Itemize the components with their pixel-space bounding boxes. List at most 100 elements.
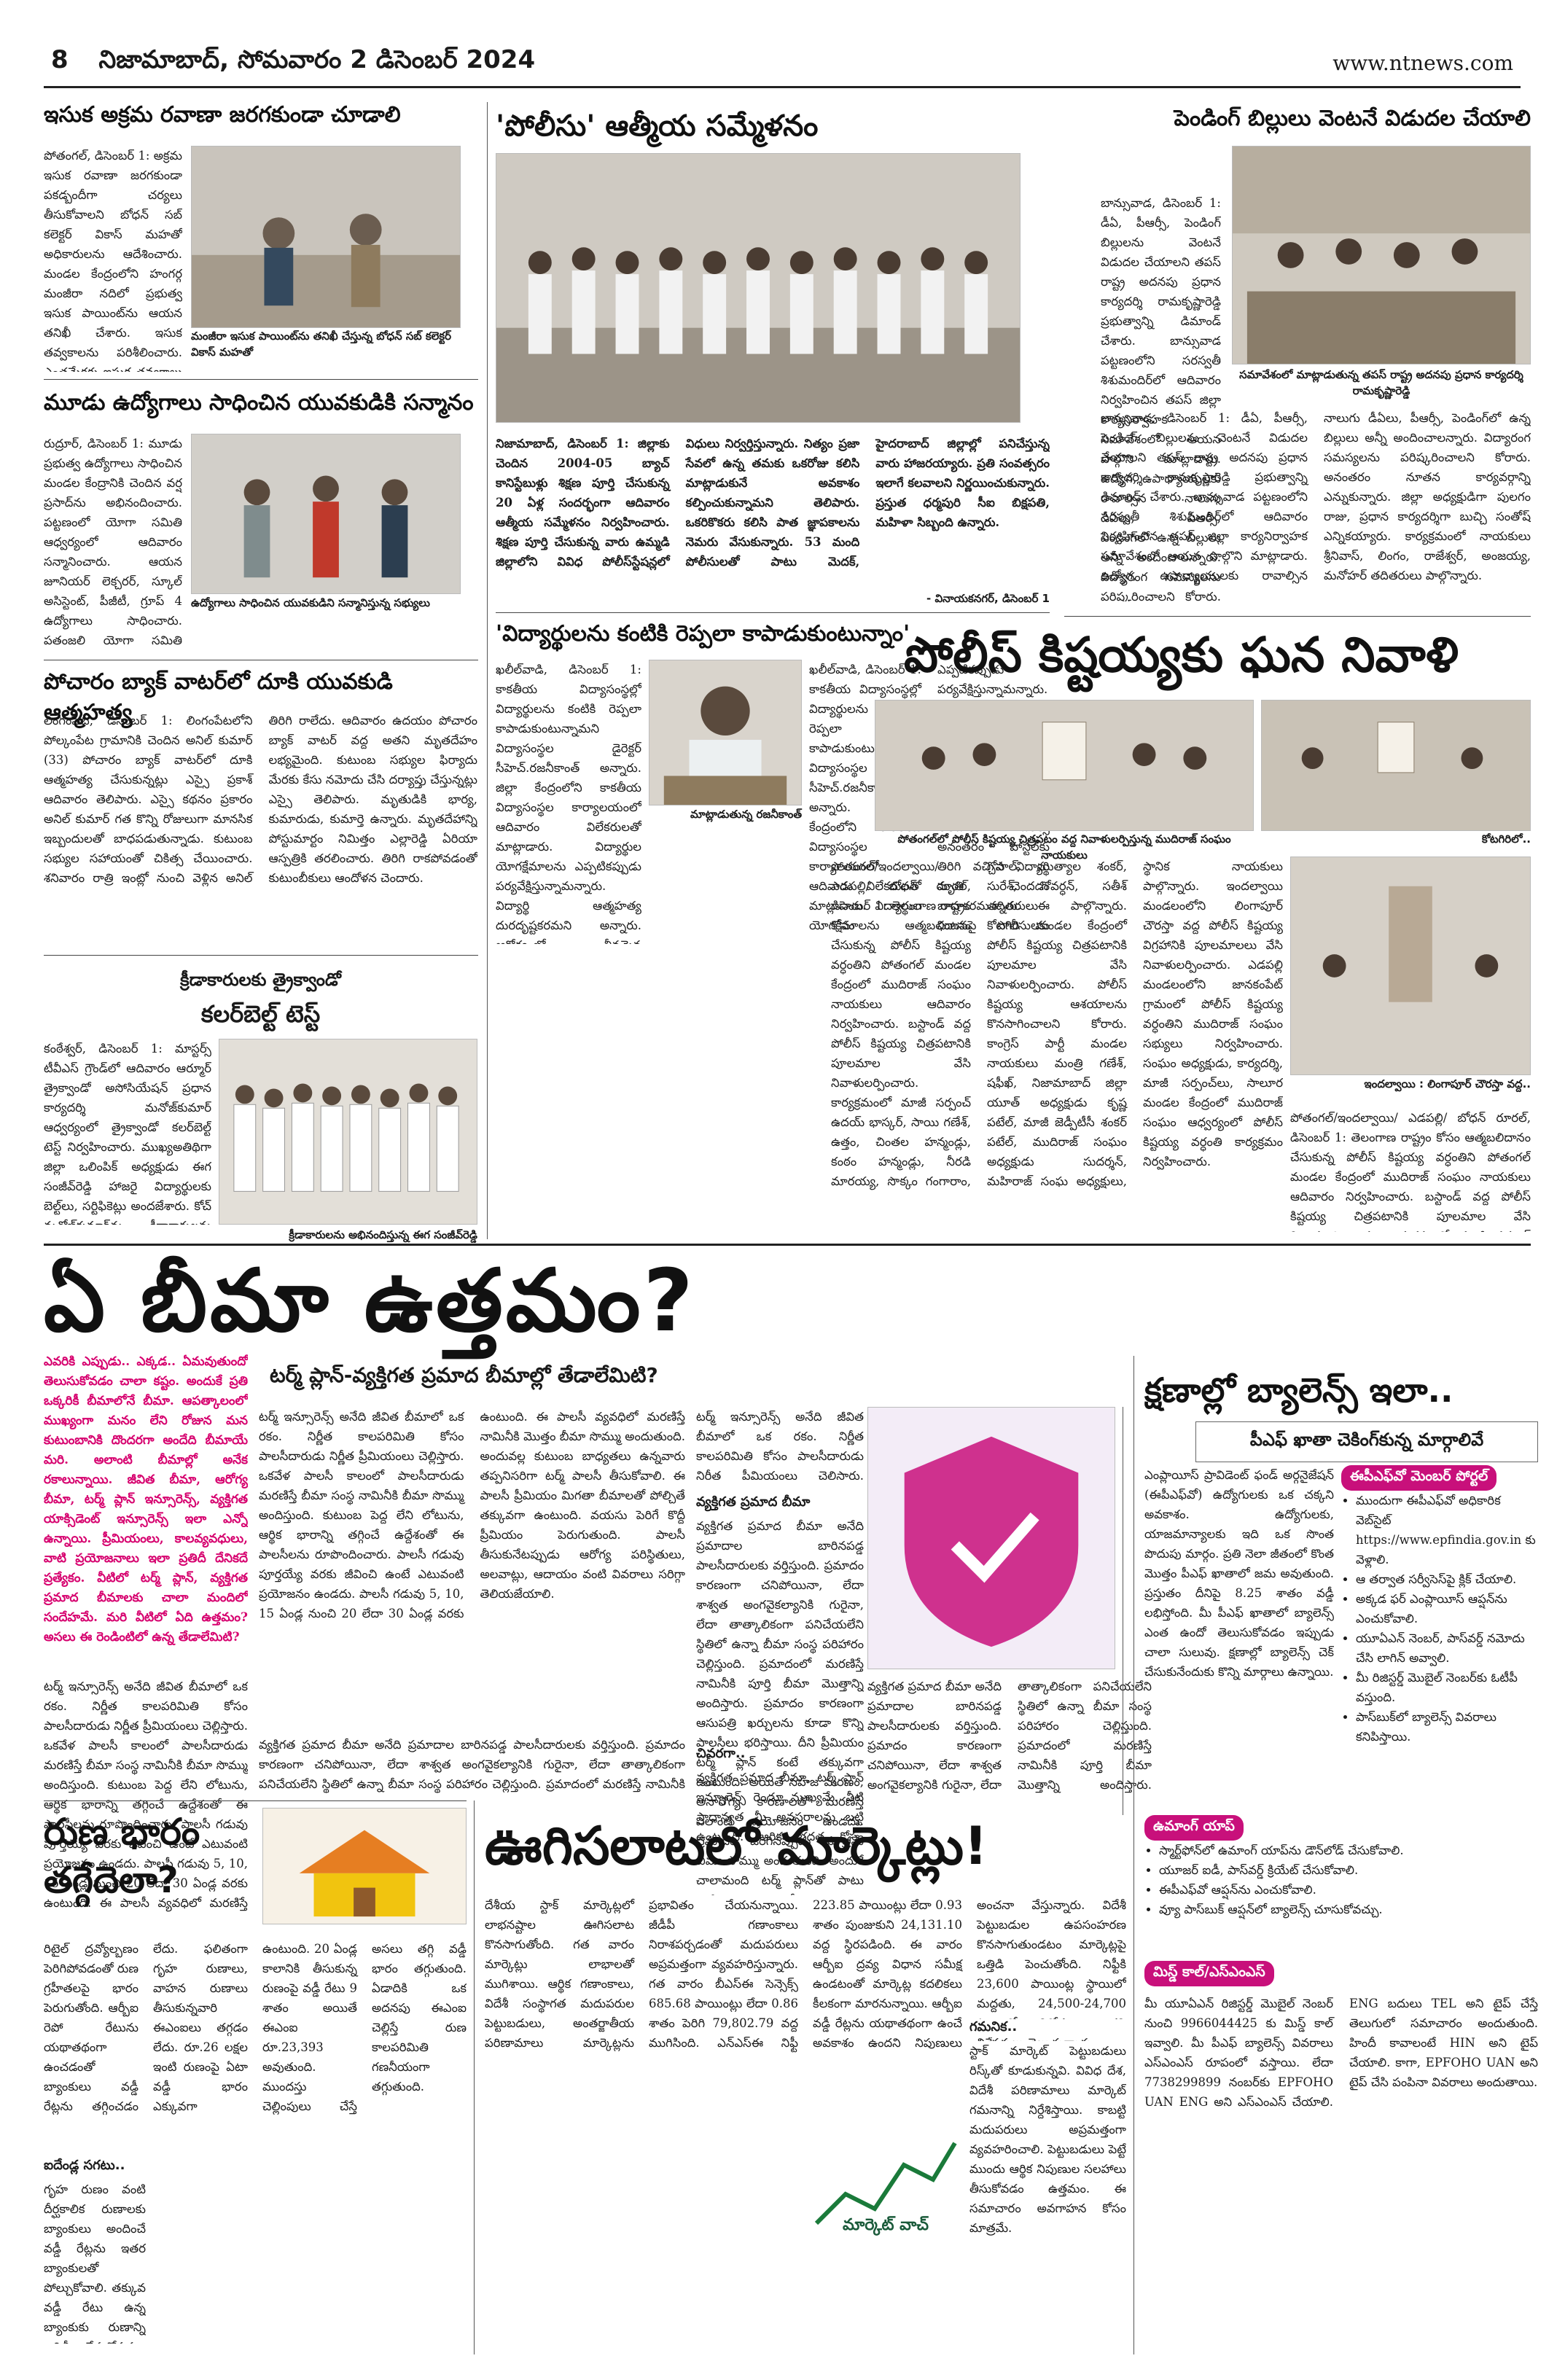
list-item: మీ రిజిస్టర్డ్ మొబైల్ నెంబర్‌కు ఓటీపీ వస… [1356,1668,1538,1707]
article-body: రిటైల్ ద్రవ్యోల్బణం పెరిగిపోవడంతో రుణ గ్… [44,1942,467,2113]
article-body: బాన్సువాడ, డిసెంబర్ 1: డీఏ, పీఆర్సీ, పెం… [1101,196,1221,601]
header-rule [44,86,1521,88]
taekwondo-photo [219,1039,477,1225]
subhead: చివరగా.. [696,1746,746,1761]
section-rule [44,1244,1531,1246]
headline: 'విద్యార్థులను కంటికి రెప్పలా కాపాడుకుంట… [496,621,910,647]
column-rule [1133,1356,1134,2354]
article-kishtaiah: పోలీస్ కిష్టయ్యకు ఘన నివాళి [904,627,1538,695]
subheadline: పీఎఫ్ ఖాతా చెకింగ్‌కున్న మార్గాలివే [1195,1421,1538,1462]
divider [1064,616,1531,617]
article-body: ఎంప్లాయీస్ ప్రావిడెంట్ ఫండ్ అర్గనైజేషన్ … [1144,1468,1334,1679]
list-item: స్మార్ట్‌ఫోన్‌లో ఉమాంగ్ యాప్‌ను డౌన్‌లోడ… [1159,1841,1538,1860]
pf-portal-heading: ఈపీఎఫ్‌వో మెంబర్ పోర్టల్ [1341,1465,1497,1491]
missed-call-box: మిస్డ్ కాల్/ఎస్ఎంఎస్ [1144,1961,1538,1986]
subheadline: టర్మ్ ప్లాన్-వ్యక్తిగత ప్రమాద బీమాల్లో త… [270,1363,658,1387]
article-body: లింగంపేట, డిసెంబర్ 1: లింగంపేటలోని పోల్క… [44,714,477,885]
column-rule [487,102,488,1239]
article-police-meet: 'పోలీసు' ఆత్మీయ సమ్మేళనం [496,109,1006,150]
article-body-3: వ్యక్తిగత ప్రమాద బీమా, టర్మ్ ప్లాన్ ఇన్స… [696,1771,864,1841]
dateline: నిజామాబాద్, సోమవారం 2 డిసెంబర్ 2024 [98,45,536,74]
headline: మూడు ఉద్యోగాలు సాధించిన యువకుడికి సన్మాన… [44,390,474,415]
subhead: ఐదేండ్ల సగటు.. [44,2158,146,2176]
umang-box: ఉమాంగ్ యాప్ స్మార్ట్‌ఫోన్‌లో ఉమాంగ్ యాప్… [1144,1815,1538,1919]
column-rule [474,1800,475,2354]
article-body-cont: బాన్సువాడ, డిసెంబర్ 1: డీఏ, పీఆర్సీ, పెం… [1101,411,1531,582]
article-students: 'విద్యార్థులను కంటికి రెప్పలా కాపాడుకుంట… [496,621,1050,652]
article-body: కంఠేశ్వర్, డిసెంబర్ 1: మాస్టర్స్ టీవీఎస్… [44,1042,211,1225]
umang-heading: ఉమాంగ్ యాప్ [1144,1815,1244,1841]
list-item: పాస్‌బుక్‌లో బ్యాలెన్స్ వివరాలు కనిపిస్త… [1356,1707,1538,1747]
rajanikanth-photo [649,660,802,805]
headline: క్షణాల్లో బ్యాలెన్స్ ఇలా.. [1144,1370,1453,1410]
pf-portal-steps: ముందుగా ఈపీఎఫ్‌వో అధికారిక వెబ్‌సైట్ htt… [1341,1491,1538,1747]
market-watch-badge [809,2114,962,2260]
article-body-cont: టర్మ్ ఇన్సూరెన్స్ అనేది జీవిత బీమాలో ఒక … [259,1410,685,1620]
insurance-illustration [867,1407,1115,1669]
headline: ఇసుక అక్రమ రవాణా జరగకుండా చూడాలి [44,102,401,128]
market-watch-label: మార్కెట్ వాచ్ [843,2216,929,2234]
article-sand-transport: ఇసుక అక్రమ రవాణా జరగకుండా చూడాలి [44,102,452,133]
photo-caption: కోటగిరిలో.. [1481,832,1531,846]
article-body-cont: పోతంగల్/ఇందల్వాయి/ ఎడపల్లి/ బోధన్ రూరల్,… [1290,1111,1531,1232]
article-loan: రుణ భారం తగ్గేదెలా? [44,1808,255,1904]
meeting-photo [1232,146,1531,364]
page-number: 8 [51,45,69,74]
headline: కలర్‌బెల్ట్ టెస్ట్ [200,1000,321,1028]
subhead: వ్యక్తిగత ప్రమాద బీమా [696,1494,811,1510]
list-item: యూజర్ ఐడీ, పాస్‌వర్డ్ క్రియేట్ చేసుకోవాల… [1159,1860,1538,1880]
divider [44,955,478,956]
loan-illustration [262,1808,467,1924]
photo-caption: సమావేశంలో మాట్లాడుతున్న తపస్ రాష్ట్ర అదన… [1239,368,1523,397]
subhead: గమనిక.. [969,2019,1126,2037]
article-body: పోతంగల్, డిసెంబర్ 1: అక్రమ ఇసుక రవాణా జర… [44,149,182,372]
headline: ఊగిసలాటలో మార్కెట్లు! [485,1815,988,1876]
headline: రుణ భారం తగ్గేదెలా? [44,1811,200,1901]
article-body: పోతంగల్/ఇందల్వాయి/ ఎడపల్లి/ బోధన్ రూరల్,… [831,859,1283,1188]
intro: ఎవరికి ఎప్పుడు.. ఎక్కడ.. ఏమవుతుందో తెలుస… [44,1354,248,1644]
article-suicide: పోచారం బ్యాక్ వాటర్‌లో దూకి యువకుడి ఆత్మ… [44,669,481,730]
article-body: ఖలీల్‌వాడి, డిసెంబర్ 1: కాకతీయ విద్యాసంస… [496,663,641,944]
list-item: ముందుగా ఈపీఎఫ్‌వో అధికారిక వెబ్‌సైట్ htt… [1356,1491,1538,1569]
article-pending-bills: పెండింగ్ బిల్లులు వెంటనే విడుదల చేయాలి [1064,106,1531,136]
photo-caption: మాట్లాడుతున్న రజనీకాంత్ [690,808,802,821]
headline: పోచారం బ్యాక్ వాటర్‌లో దూకి యువకుడి ఆత్మ… [44,669,393,725]
tribute-photo-2 [1261,700,1531,831]
byline: - వినాయకనగర్, డిసెంబర్ 1 [926,592,1050,605]
article-pf: క్షణాల్లో బ్యాలెన్స్ ఇలా.. [1144,1370,1538,1419]
missed-call-body: మీ యూఏఎన్ రిజిస్టర్డ్ మొబైల్ నెంబర్ నుంచ… [1144,1997,1538,2109]
photo-caption: ఉద్యోగాలు సాధించిన యువకుడిని సన్మానిస్తు… [191,596,430,609]
police-group-photo [496,153,1021,423]
page-header: 8 నిజామాబాద్, సోమవారం 2 డిసెంబర్ 2024 [51,45,535,80]
article-body-2-cont: వ్యక్తిగత ప్రమాద బీమా అనేది ప్రమాదాల బార… [259,1738,685,1791]
divider [44,1800,467,1801]
kicker: క్రీడాకారులకు త్రైక్వాండో [180,969,341,990]
article-body-2: స్టాక్ మార్కెట్ పెట్టుబడులు రిస్క్‌తో కూ… [969,2041,1126,2347]
photo-caption: ఇందల్వాయి : లింగాపూర్ చౌరస్తా వద్ద.. [1364,1077,1531,1090]
article-body: రుద్రూర్, డిసెంబర్ 1: మూడు ప్రభుత్వ ఉద్య… [44,437,182,647]
sand-point-photo [191,146,461,328]
article-body-2: గృహ రుణం వంటి దీర్ఘకాలిక రుణాలకు బ్యాంకు… [44,2180,146,2344]
article-body-cont2: టర్మ్ ఇన్సూరెన్స్ అనేది జీవిత బీమాలో ఒక … [696,1410,864,1480]
article-insurance: ఏ బీమా ఉత్తమం? [44,1250,846,1372]
site-url[interactable]: www.ntnews.com [1332,51,1513,75]
photo-caption: క్రీడాకారులను అభినందిస్తున్న ఈగ సంజీవ్‌ర… [289,1228,477,1241]
article-felicitation: మూడు ఉద్యోగాలు సాధించిన యువకుడికి సన్మాన… [44,390,474,421]
headline: పెండింగ్ బిల్లులు వెంటనే విడుదల చేయాలి [1174,106,1531,131]
divider [496,612,1050,613]
felicitation-photo [191,434,461,594]
tribute-photo-1 [875,700,1254,831]
article-body: నిజామాబాద్, డిసెంబర్ 1: జిల్లాకు చెందిన … [496,437,1050,569]
article-body: దేశీయ స్టాక్ మార్కెట్లలో లాభనష్టాల ఊగిసల… [485,1898,1126,2050]
list-item: వ్యూ పాస్‌బుక్ ఆప్షన్‌లో బ్యాలెన్స్ చూసు… [1159,1900,1538,1919]
article-body-2: వ్యక్తిగత ప్రమాద బీమా అనేది ప్రమాదాల బార… [696,1519,864,1895]
divider [44,379,478,380]
article-market: ఊగిసలాటలో మార్కెట్లు! [485,1815,1126,1889]
missed-call-heading: మిస్డ్ కాల్/ఎస్ఎంఎస్ [1144,1961,1274,1986]
photo-caption: మంజీరా ఇసుక పాయింట్‌ను తనిఖీ చేస్తున్న బ… [191,329,452,359]
headline: పోలీస్ కిష్టయ్యకు ఘన నివాళి [904,627,1459,683]
list-item: ఈపీఎఫ్‌వో ఆప్షన్‌ను ఎంచుకోవాలి. [1159,1880,1538,1900]
pf-portal-box: ఈపీఎఫ్‌వో మెంబర్ పోర్టల్ ముందుగా ఈపీఎఫ్‌… [1341,1465,1538,1747]
list-item: యూఏఎన్ నెంబర్, పాస్‌వర్డ్ నమోదు చేసి లాగ… [1356,1628,1538,1668]
tribute-photo-3 [1290,857,1531,1075]
